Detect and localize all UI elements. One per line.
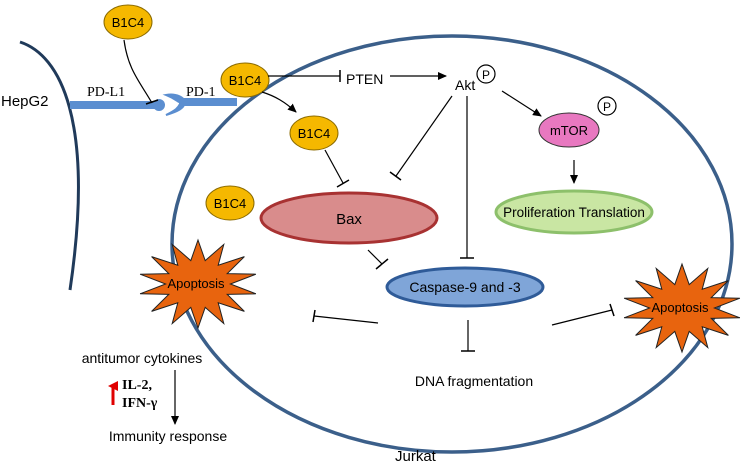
hepg2-label: HepG2 <box>1 93 49 110</box>
svg-text:B1C4: B1C4 <box>298 126 331 141</box>
svg-text:Apoptosis: Apoptosis <box>651 300 709 315</box>
bax-inhibits-caspase <box>367 249 383 265</box>
svg-text:B1C4: B1C4 <box>214 196 247 211</box>
pdl1-label: PD-L1 <box>87 85 125 100</box>
inhibit-right-apoptosis <box>551 309 613 326</box>
svg-text:B1C4: B1C4 <box>112 15 145 30</box>
b1c4-binding-inhibit <box>123 39 153 104</box>
immunity-response-label: Immunity response <box>109 428 227 444</box>
ifn-label: IFN-γ <box>122 396 158 411</box>
svg-text:B1C4: B1C4 <box>229 73 262 88</box>
svg-text:P: P <box>603 100 611 114</box>
dna-fragmentation-label: DNA fragmentation <box>415 373 533 389</box>
akt-label: Akt <box>455 77 475 93</box>
apoptosis-burst-right: Apoptosis <box>623 262 741 354</box>
caspase-node <box>385 266 545 308</box>
pten-label: PTEN <box>346 71 383 87</box>
il2-label: IL-2, <box>122 378 152 393</box>
pdl1-knob <box>153 99 165 111</box>
b1c4-free: B1C4 <box>103 4 153 40</box>
jurkat-label: Jurkat <box>395 448 437 465</box>
b1c4-bax-inhibitor: B1C4 <box>289 115 339 151</box>
b1c4-activation-arrow <box>261 91 297 113</box>
akt-to-mtor-arrow <box>501 90 542 117</box>
mtor-label: mTOR <box>550 123 588 138</box>
jurkat-cell <box>170 34 734 454</box>
apoptosis-burst-left: Apoptosis <box>139 238 257 330</box>
proliferation-node <box>494 189 654 235</box>
mtor-node <box>538 112 600 148</box>
antitumor-cytokines-label: antitumor cytokines <box>82 350 203 366</box>
hepg2-membrane <box>19 40 80 291</box>
inhibit-left-apoptosis <box>313 315 379 324</box>
caspase-label: Caspase-9 and -3 <box>409 279 521 295</box>
b1c4-internal: B1C4 <box>205 185 255 221</box>
bax-node <box>259 191 439 245</box>
svg-text:Apoptosis: Apoptosis <box>167 276 225 291</box>
b1c4-inhibits-bax <box>324 149 344 184</box>
bax-label: Bax <box>336 211 362 228</box>
svg-text:P: P <box>482 68 490 82</box>
pd1-label: PD-1 <box>186 85 216 100</box>
pd1-cup <box>162 93 186 116</box>
pdl1-receptor <box>70 101 160 109</box>
b1c4-bound: B1C4 <box>220 62 270 98</box>
pd1-receptor <box>180 98 237 106</box>
proliferation-label: Proliferation Translation <box>503 205 645 220</box>
akt-phospho <box>476 64 496 84</box>
akt-inhibits-bax <box>395 95 453 177</box>
mtor-phospho <box>597 96 617 116</box>
